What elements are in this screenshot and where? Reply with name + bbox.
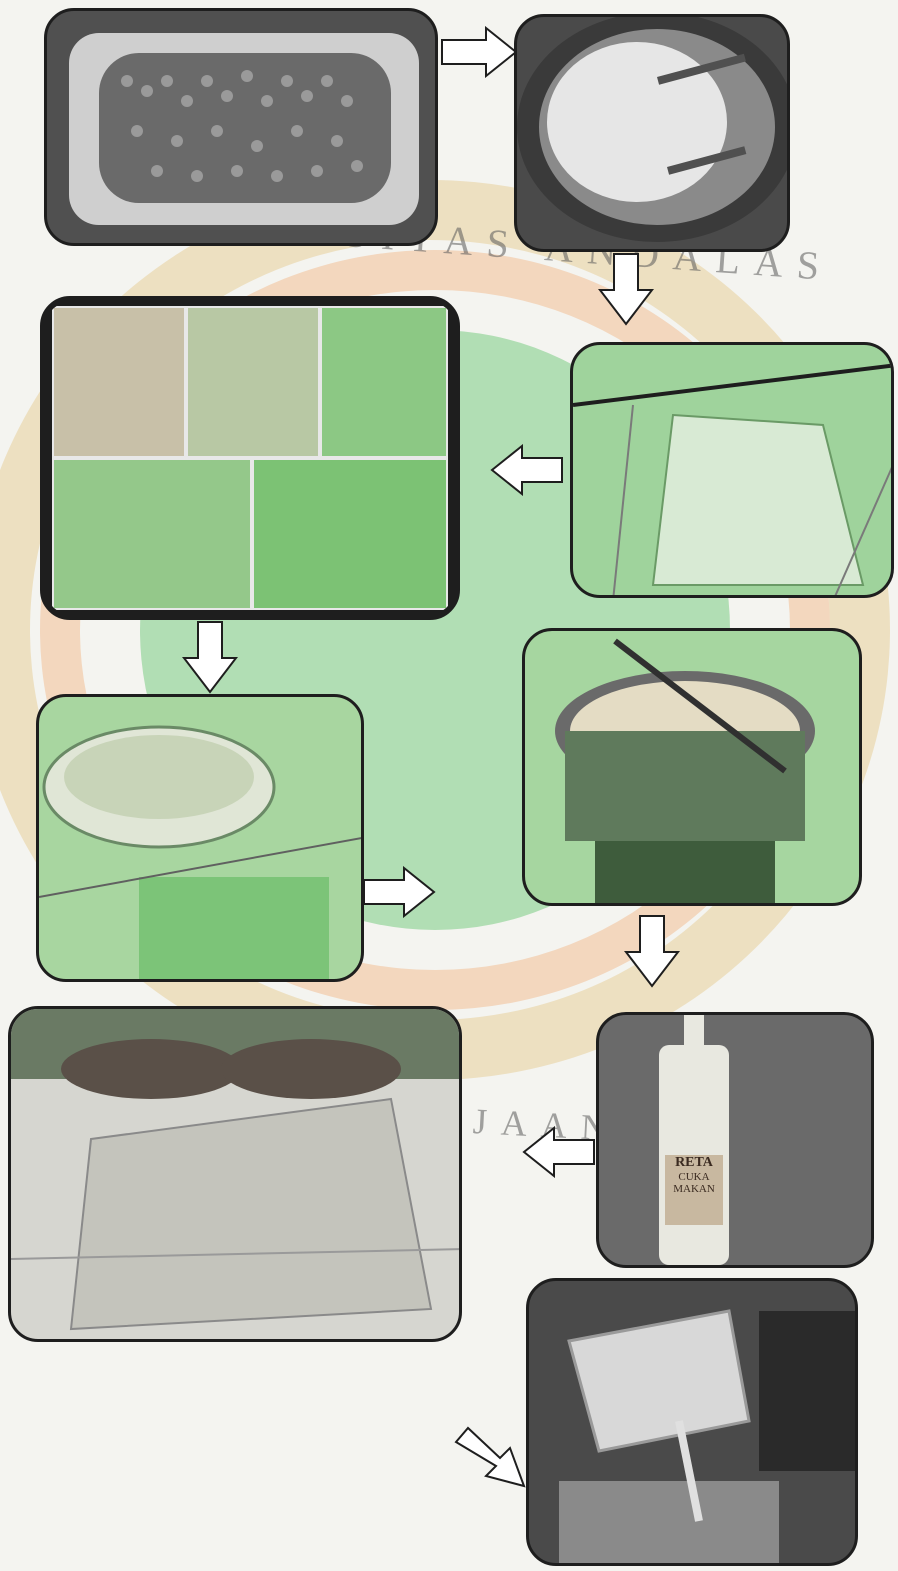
bottle-label-line2: MAKAN xyxy=(665,1183,723,1195)
bottle-icon xyxy=(599,1015,874,1268)
pouring-tray-photo xyxy=(526,1278,858,1566)
arrow-down-2 xyxy=(182,620,238,694)
collage-cell-3 xyxy=(320,306,448,458)
vinegar-bottle-photo: RETA CUKA MAKAN xyxy=(596,1012,874,1268)
bottle-label: RETA CUKA MAKAN xyxy=(665,1155,723,1195)
pressing-curd-photo xyxy=(8,1006,462,1342)
tray-pouring-icon xyxy=(529,1281,858,1566)
fermentation-bags-collage xyxy=(40,296,460,620)
soaking-bag-photo xyxy=(570,342,894,598)
boiling-pot-photo xyxy=(522,628,862,906)
bowl-on-bucket-icon xyxy=(39,697,364,982)
pot-on-stove-icon xyxy=(525,631,862,906)
arrow-left-2 xyxy=(522,1126,596,1178)
soybeans-in-tray-icon xyxy=(47,11,438,246)
arrow-left-1 xyxy=(490,444,564,496)
straining-bowl-photo xyxy=(36,694,364,982)
arrow-down-3 xyxy=(624,914,680,988)
collage-cell-1 xyxy=(52,306,186,458)
arrow-diagonal xyxy=(454,1426,528,1488)
bottle-label-line1: CUKA xyxy=(665,1171,723,1183)
arrow-down-1 xyxy=(598,252,654,326)
arrow-right-1 xyxy=(440,26,518,78)
plastic-bag-icon xyxy=(573,345,894,598)
collage-cell-5 xyxy=(252,458,448,610)
bottle-label-brand: RETA xyxy=(665,1155,723,1171)
soy-milk-pot-photo xyxy=(514,14,790,252)
liquid-in-pot-icon xyxy=(517,17,790,252)
collage-cell-4 xyxy=(52,458,252,610)
hands-pressing-icon xyxy=(11,1009,462,1342)
arrow-right-2 xyxy=(362,866,436,918)
soybeans-photo xyxy=(44,8,438,246)
collage-cell-2 xyxy=(186,306,320,458)
